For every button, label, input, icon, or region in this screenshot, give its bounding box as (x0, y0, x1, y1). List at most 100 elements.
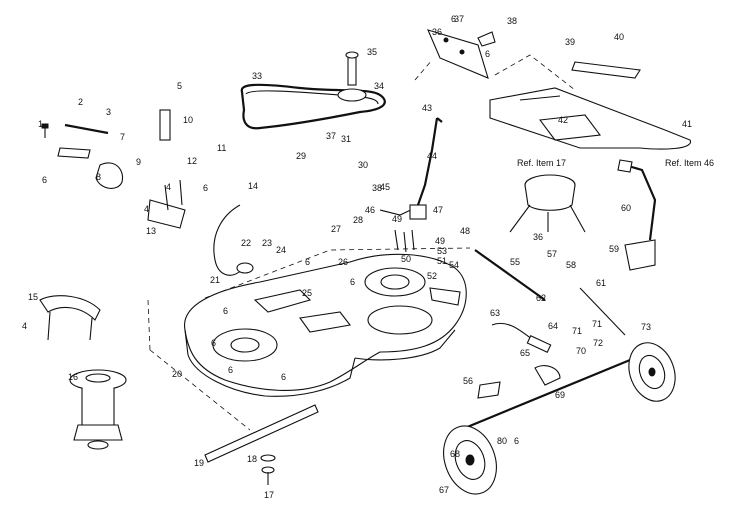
callout-c56: 56 (463, 376, 473, 386)
callout-c65: 65 (520, 348, 530, 358)
callout-c7: 7 (120, 132, 125, 142)
callout-c48: 48 (460, 226, 470, 236)
wheel-rear (628, 342, 676, 402)
mower-deck-housing (147, 247, 471, 431)
callout-c37a: 37 (454, 14, 464, 24)
callout-c6a: 6 (42, 175, 47, 185)
callout-c27: 27 (331, 224, 341, 234)
callout-c60: 60 (621, 203, 631, 213)
callout-c49: 49 (435, 236, 445, 246)
wheel-68-front (443, 425, 497, 495)
callout-c26: 26 (338, 257, 348, 267)
callout-c24: 24 (276, 245, 286, 255)
callout-c70: 70 (576, 346, 586, 356)
callout-c61: 61 (596, 278, 606, 288)
callout-c10: 10 (183, 115, 193, 125)
callout-c71b: 71 (592, 319, 602, 329)
callout-c33: 33 (252, 71, 262, 81)
callout-c58: 58 (566, 260, 576, 270)
callout-c42: 42 (558, 115, 568, 125)
callout-c18: 18 (247, 454, 257, 464)
callout-c37b: 37 (326, 131, 336, 141)
callout-c39: 39 (565, 37, 575, 47)
callout-c4b: 4 (144, 204, 149, 214)
axle-69 (459, 358, 631, 432)
callout-c22: 22 (241, 238, 251, 248)
callout-c36b: 36 (533, 232, 543, 242)
callout-c31: 31 (341, 134, 351, 144)
mount-bracket-36 (427, 29, 489, 79)
callout-c6e: 6 (350, 277, 355, 287)
link-rod-55 (474, 249, 546, 301)
callout-c5: 5 (177, 81, 182, 91)
link-61 (579, 287, 626, 336)
lift-rod-43 (416, 117, 443, 206)
callout-c17: 17 (264, 490, 274, 500)
callout-c68: 68 (450, 449, 460, 459)
callout-c23: 23 (262, 238, 272, 248)
ref-item-46-note: Ref. Item 46 (665, 158, 714, 168)
callout-c62: 62 (536, 293, 546, 303)
bushing-22 (236, 262, 254, 274)
callout-c51: 51 (437, 256, 447, 266)
callout-c1: 1 (38, 119, 43, 129)
callout-c34: 34 (374, 81, 384, 91)
callout-c6i: 6 (451, 14, 456, 24)
callout-c2: 2 (78, 97, 83, 107)
callout-c49b: 49 (392, 214, 402, 224)
callout-c4a: 4 (166, 182, 171, 192)
callout-c6d: 6 (305, 257, 310, 267)
callout-c4c: 4 (22, 321, 27, 331)
callout-c45: 45 (380, 182, 390, 192)
callout-c6k: 6 (514, 436, 519, 446)
callout-c6b: 6 (203, 183, 208, 193)
callout-c41: 41 (682, 119, 692, 129)
callout-c72: 72 (593, 338, 603, 348)
callout-c6h: 6 (211, 338, 216, 348)
callout-c30: 30 (358, 160, 368, 170)
cable-63 (491, 322, 552, 354)
bracket-56 (477, 381, 501, 399)
callout-c25: 25 (302, 288, 312, 298)
callout-c28: 28 (353, 215, 363, 225)
spring-assembly-47 (379, 204, 427, 253)
callout-c21: 21 (210, 275, 220, 285)
callout-c40: 40 (614, 32, 624, 42)
callout-c53: 53 (437, 246, 447, 256)
mandrel-housing-ref17 (509, 174, 586, 233)
callout-c6g: 6 (281, 372, 286, 382)
bracket-3 (57, 147, 91, 159)
callout-c9: 9 (136, 157, 141, 167)
callout-c44: 44 (427, 151, 437, 161)
callout-c15: 15 (28, 292, 38, 302)
belt-guard-15 (39, 295, 101, 341)
callout-c38: 38 (507, 16, 517, 26)
callout-c8: 8 (96, 172, 101, 182)
idler-bracket-13 (147, 179, 186, 229)
callout-c50: 50 (401, 254, 411, 264)
callout-c67: 67 (439, 485, 449, 495)
blade-bolt-17 (260, 454, 276, 485)
callout-c19: 19 (194, 458, 204, 468)
callout-c16: 16 (68, 372, 78, 382)
engine-mount-plate-41 (489, 87, 691, 150)
callout-c6c: 6 (223, 306, 228, 316)
callout-c64: 64 (548, 321, 558, 331)
callout-c57: 57 (547, 249, 557, 259)
lift-arm-ref46 (617, 159, 657, 271)
plate-38-top (477, 31, 496, 47)
drive-pulley-34 (337, 51, 367, 102)
rod-10 (159, 109, 171, 141)
callout-c38b: 38 (372, 183, 382, 193)
callout-c69: 69 (555, 390, 565, 400)
callout-c71a: 71 (572, 326, 582, 336)
callout-c6f: 6 (228, 365, 233, 375)
callout-c14: 14 (248, 181, 258, 191)
callout-c13: 13 (146, 226, 156, 236)
callout-c55: 55 (510, 257, 520, 267)
callout-c35: 35 (367, 47, 377, 57)
callout-c73: 73 (641, 322, 651, 332)
shield-39 (571, 61, 641, 79)
callout-c29: 29 (296, 151, 306, 161)
callout-c11: 11 (217, 143, 226, 153)
